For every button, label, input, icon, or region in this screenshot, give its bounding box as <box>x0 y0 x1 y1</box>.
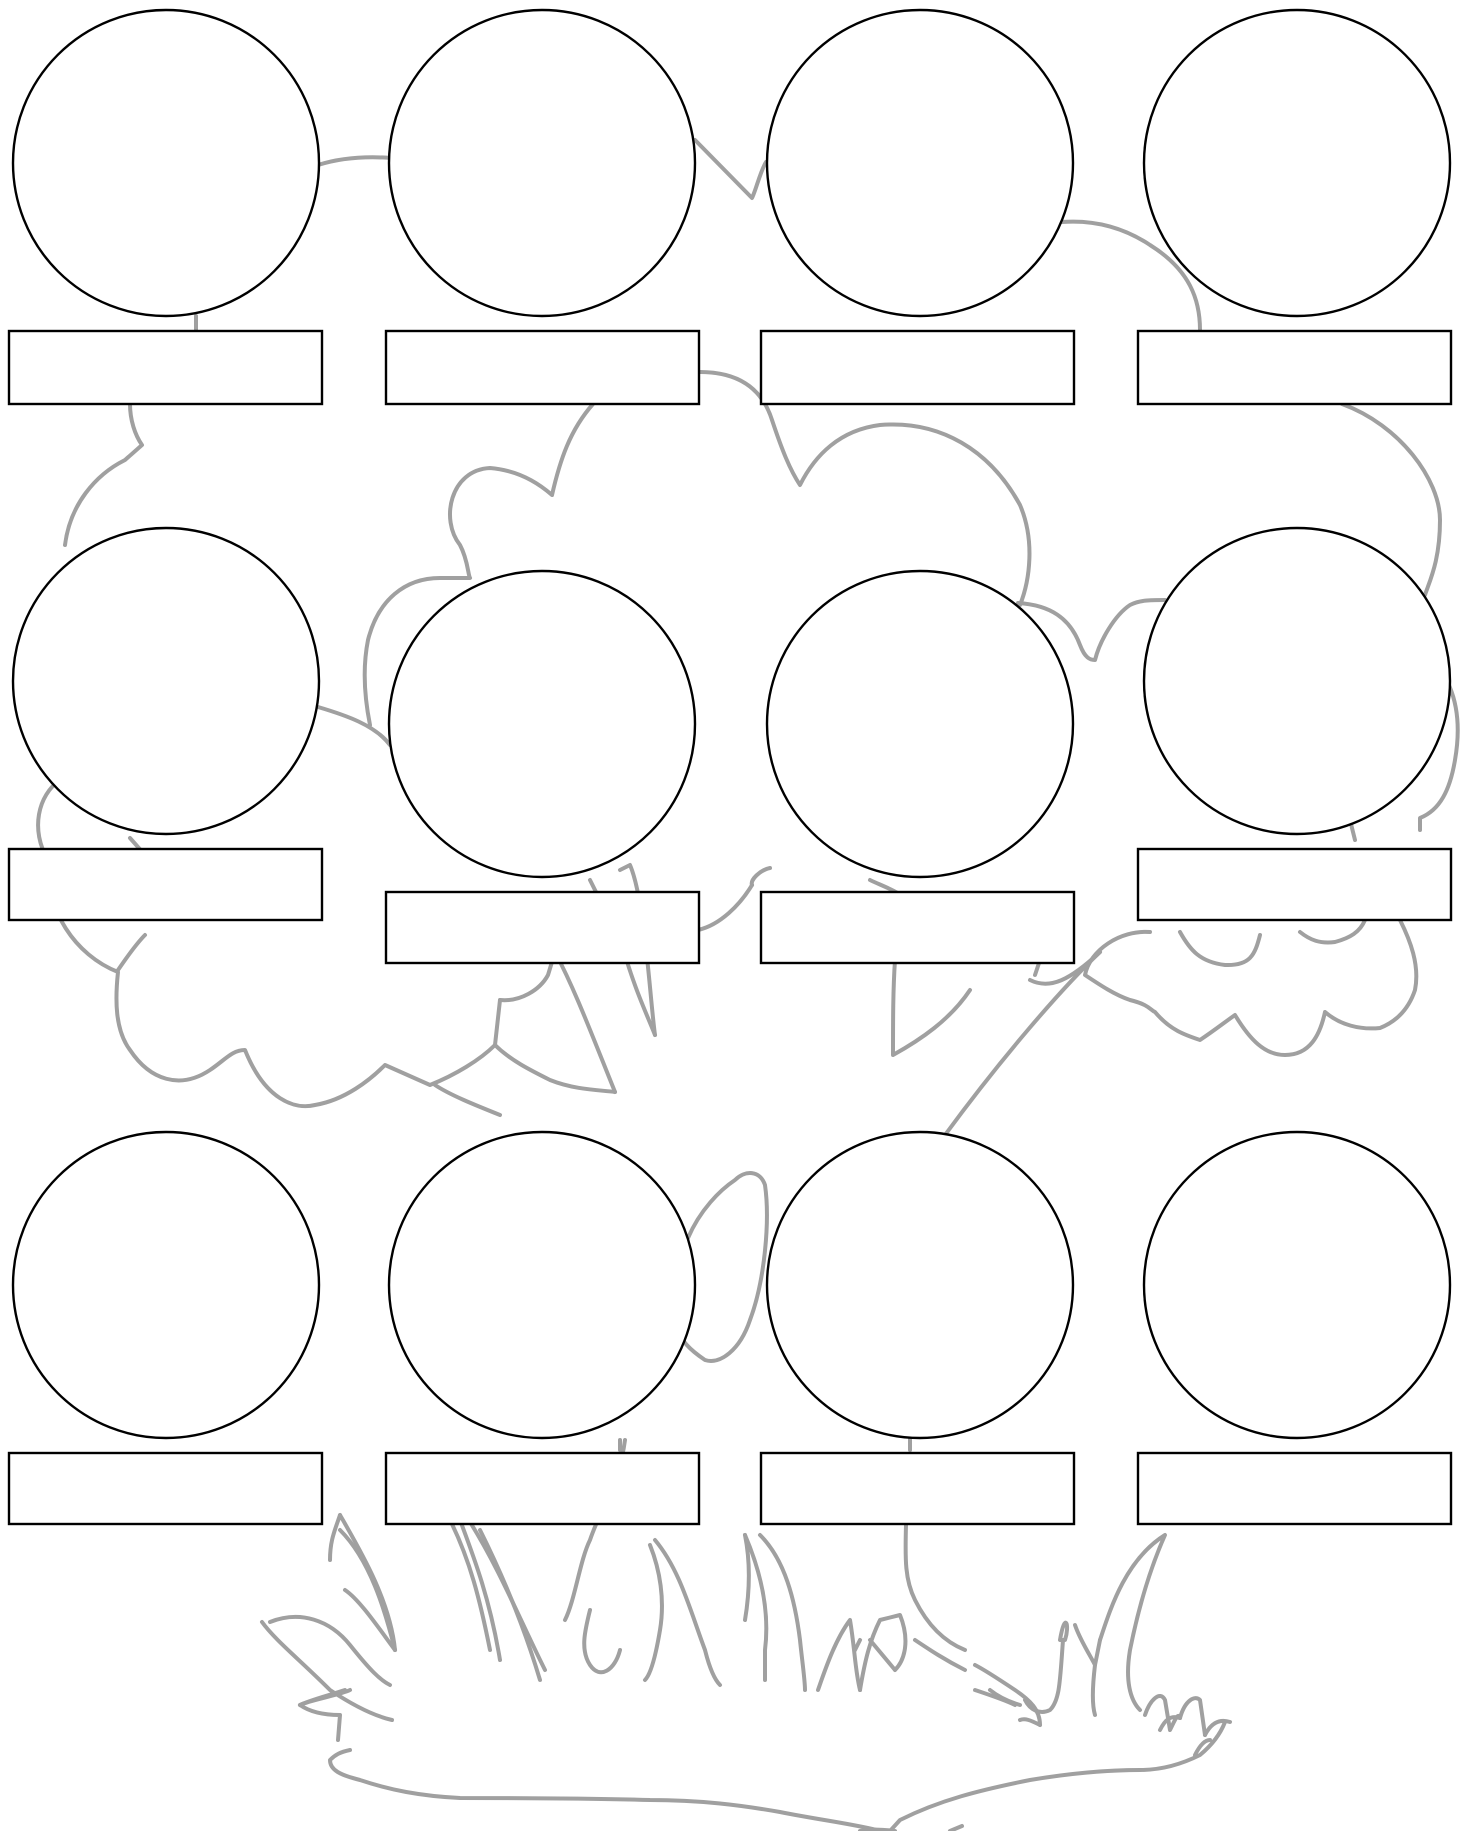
photo-frame[interactable] <box>13 1132 319 1438</box>
photo-frame[interactable] <box>389 10 695 316</box>
name-box[interactable] <box>9 849 322 920</box>
photo-frame[interactable] <box>1144 528 1450 834</box>
name-box[interactable] <box>386 892 699 963</box>
name-box[interactable] <box>386 1453 699 1524</box>
photo-frame[interactable] <box>1144 10 1450 316</box>
family-member-slot-1-3[interactable] <box>761 10 1074 404</box>
name-box[interactable] <box>1138 331 1451 404</box>
family-member-slot-1-1[interactable] <box>9 10 322 404</box>
photo-frame[interactable] <box>767 1132 1073 1438</box>
family-member-slot-2-3[interactable] <box>761 571 1074 963</box>
name-box[interactable] <box>761 331 1074 404</box>
name-box[interactable] <box>9 331 322 404</box>
photo-frame[interactable] <box>767 571 1073 877</box>
photo-frame[interactable] <box>767 10 1073 316</box>
name-box[interactable] <box>761 1453 1074 1524</box>
family-member-slot-1-4[interactable] <box>1138 10 1451 404</box>
family-member-slot-2-4[interactable] <box>1138 528 1451 920</box>
name-box[interactable] <box>1138 1453 1451 1524</box>
photo-frame[interactable] <box>389 1132 695 1438</box>
name-box[interactable] <box>1138 849 1451 920</box>
family-member-slot-3-4[interactable] <box>1138 1132 1451 1524</box>
photo-frame[interactable] <box>1144 1132 1450 1438</box>
family-member-slot-1-2[interactable] <box>386 10 699 404</box>
name-box[interactable] <box>9 1453 322 1524</box>
name-box[interactable] <box>761 892 1074 963</box>
name-box[interactable] <box>386 331 699 404</box>
photo-frame[interactable] <box>13 10 319 316</box>
family-member-slot-3-1[interactable] <box>9 1132 322 1524</box>
family-member-slot-2-2[interactable] <box>386 571 699 963</box>
family-member-slot-3-2[interactable] <box>386 1132 699 1524</box>
family-member-slot-2-1[interactable] <box>9 528 322 920</box>
family-member-slot-3-3[interactable] <box>761 1132 1074 1524</box>
photo-frame[interactable] <box>389 571 695 877</box>
photo-frame[interactable] <box>13 528 319 834</box>
